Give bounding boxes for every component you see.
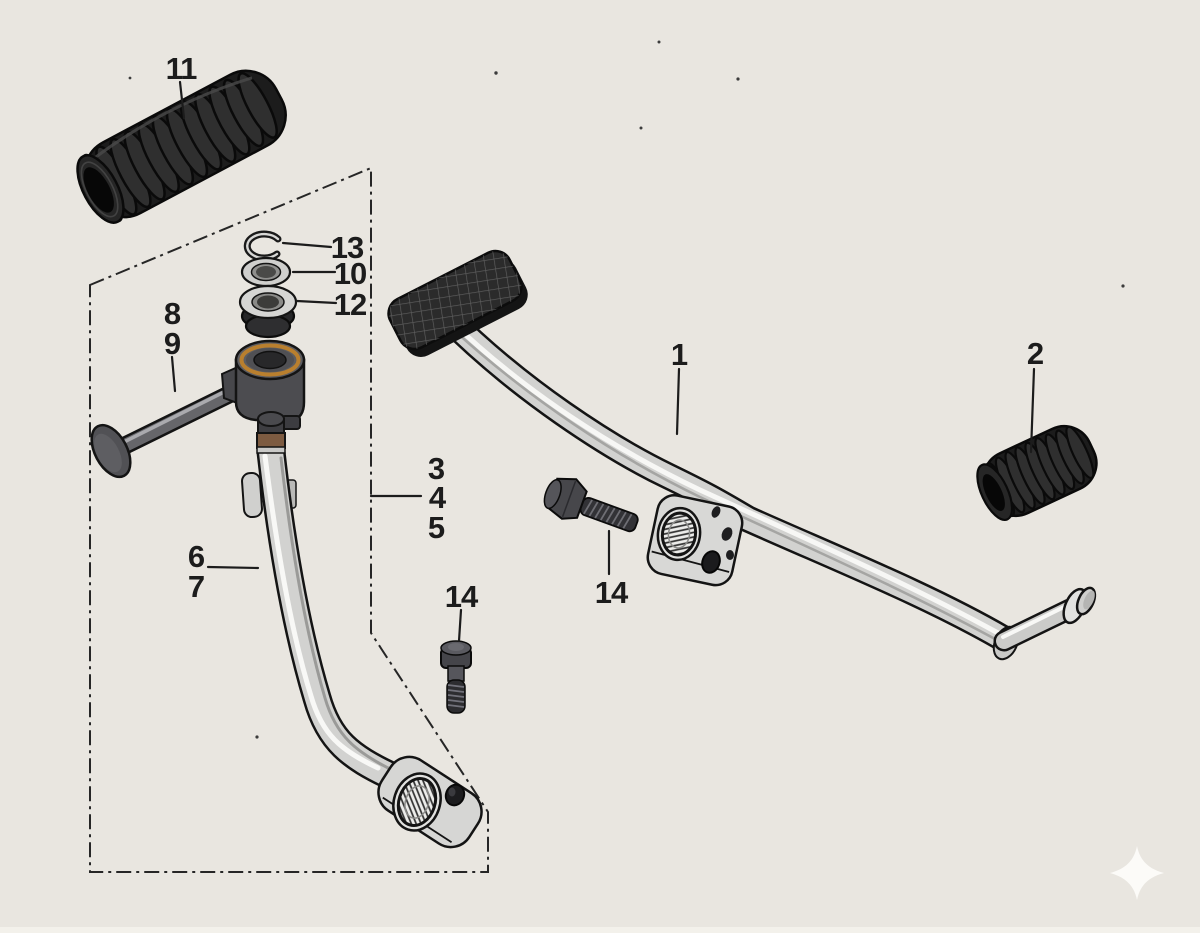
part-12-seal-washer <box>238 284 298 339</box>
leader-12 <box>295 299 338 305</box>
leader-2 <box>1029 367 1036 454</box>
part-8-9-rod <box>90 339 306 479</box>
part-14-bolt-bottom <box>440 640 472 714</box>
callout-label-14-bottom: 14 <box>445 579 479 614</box>
callout-label-10: 10 <box>334 256 366 291</box>
callout-label-12: 12 <box>334 287 366 322</box>
callout-label-11: 11 <box>166 51 198 86</box>
leader-lines <box>170 80 1036 643</box>
part-11-ribbed-rubber <box>76 69 287 224</box>
leader-14-bottom <box>457 608 463 643</box>
callout-label-9: 9 <box>164 326 181 361</box>
part-14-bolt-center <box>543 477 639 533</box>
part-6-7-kick-lever <box>241 411 483 849</box>
callout-label-13: 13 <box>331 230 364 265</box>
leader-11 <box>178 80 186 120</box>
pedal-pad <box>387 249 528 357</box>
leader-6 <box>206 565 260 570</box>
callout-label-3: 3 <box>428 451 445 486</box>
callout-labels: 11 13 10 12 8 9 6 7 3 4 5 1 2 14 14 <box>164 51 1044 614</box>
leader-13 <box>281 241 333 249</box>
boundary-outline <box>89 166 489 873</box>
part-2-ribbed-rubber <box>976 424 1098 521</box>
callout-label-14-center: 14 <box>595 575 629 610</box>
callout-label-6: 6 <box>188 539 205 574</box>
callout-label-8: 8 <box>164 296 181 331</box>
callout-label-7: 7 <box>188 569 204 604</box>
sparkle-icon <box>1110 846 1164 900</box>
part-1-brake-pedal <box>387 249 1097 661</box>
callout-label-4: 4 <box>429 480 447 515</box>
callout-label-1: 1 <box>671 337 688 372</box>
callout-label-5: 5 <box>428 510 445 545</box>
leader-1 <box>675 367 681 436</box>
part-13-snap-ring <box>243 230 282 262</box>
callout-label-2: 2 <box>1027 336 1043 371</box>
leader-9 <box>170 355 177 393</box>
bottom-strip <box>0 927 1200 933</box>
part-10-washer <box>240 256 292 288</box>
